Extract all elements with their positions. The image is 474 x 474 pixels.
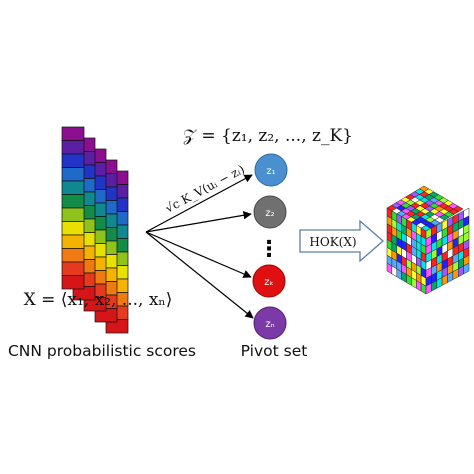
cnn-score-layers	[61, 126, 129, 334]
pivot-ellipsis: ⋮	[258, 237, 280, 262]
arrow-to-zn	[145, 231, 254, 319]
arrow-to-z1	[145, 174, 253, 233]
tensor-cell	[453, 205, 464, 213]
score-cell	[61, 153, 85, 168]
pivot-node-z2: z₂	[253, 195, 287, 229]
pivot-node-z2-circle	[253, 195, 287, 229]
score-cell	[61, 194, 85, 209]
arrow-to-z2	[145, 211, 252, 233]
score-cell	[61, 234, 85, 249]
pivot-node-zn-circle	[253, 306, 287, 340]
score-cell	[61, 221, 85, 236]
score-cell	[61, 248, 85, 263]
kernel-label: √c K_V(uᵢ − zᵢ)	[163, 162, 247, 216]
score-cell	[61, 207, 85, 222]
arrow-to-zk	[145, 231, 252, 278]
score-cell	[61, 261, 85, 276]
cube-left-face	[386, 207, 427, 295]
score-cell	[61, 275, 85, 290]
score-cell	[61, 126, 85, 141]
hok-tensor-cube	[386, 185, 470, 295]
pivot-node-zk: zₖ	[252, 264, 286, 298]
pivot-node-z1: z₁	[254, 153, 288, 187]
pivot-set-formula: 𝒵 = {z₁, z₂, ..., z_K}	[183, 126, 353, 146]
pivot-node-zk-label: zₖ	[264, 277, 274, 288]
pivot-node-zn-label: zₙ	[265, 319, 274, 330]
input-formula: X = ⟨x₁, x₂, ..., xₙ⟩	[24, 290, 173, 310]
score-layer	[61, 126, 85, 290]
pivot-node-zn: zₙ	[253, 306, 287, 340]
pivot-node-z1-label: z₁	[266, 166, 275, 177]
hok-arrow-shape	[299, 219, 384, 263]
tensor-cell	[463, 262, 470, 275]
pivot-node-zk-circle	[252, 264, 286, 298]
pivot-node-z2-label: z₂	[265, 208, 274, 219]
pivot-set-caption: Pivot set	[241, 342, 308, 360]
hok-arrow: HOK(X)	[299, 219, 384, 263]
kernel-arrows	[145, 174, 254, 319]
hok-arrow-label: HOK(X)	[309, 235, 356, 249]
cube-right-face	[425, 207, 470, 295]
score-cell	[61, 180, 85, 195]
cnn-caption: CNN probabilistic scores	[8, 342, 196, 360]
pivot-node-z1-circle	[254, 153, 288, 187]
score-cell	[61, 140, 85, 155]
score-cell	[61, 167, 85, 182]
